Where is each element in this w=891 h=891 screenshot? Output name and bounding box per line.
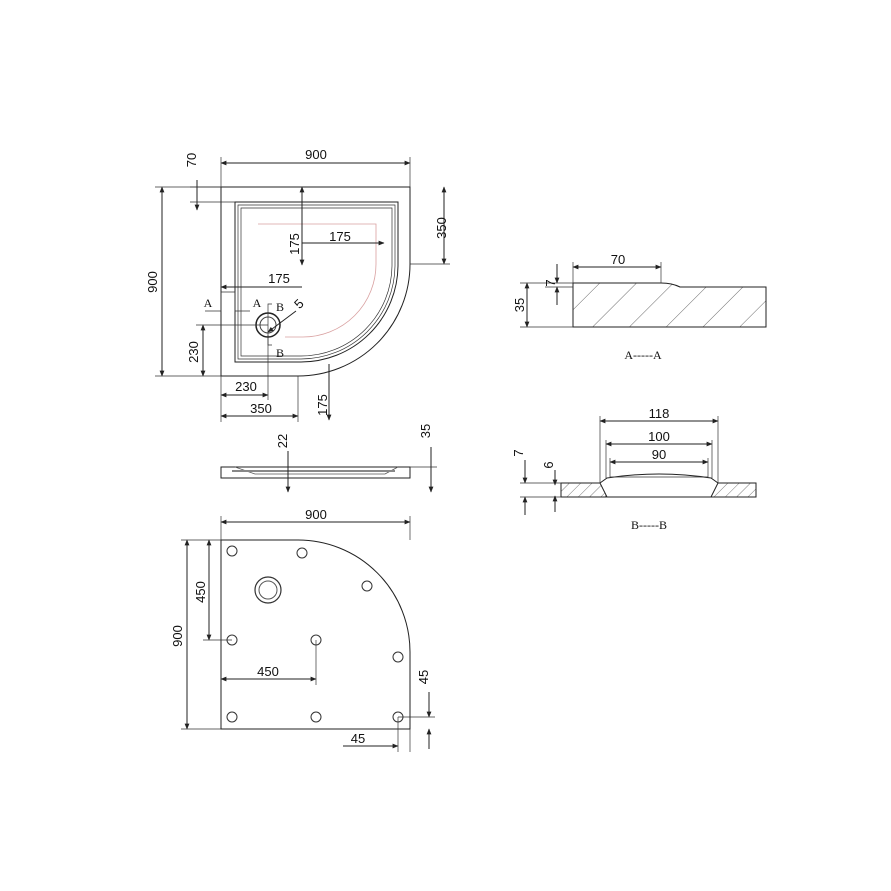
section-aa-title: A-----A (624, 348, 662, 362)
dim-b-450-v-label: 450 (193, 581, 208, 603)
side-view: 22 35 (220, 424, 437, 493)
dim-bb-100-label: 100 (648, 429, 670, 444)
dim-width-label: 900 (305, 147, 327, 162)
bottom-outline (220, 539, 411, 730)
section-bb-drain (599, 473, 719, 498)
section-aa-body (572, 282, 767, 328)
section-bb-slab-right (710, 482, 757, 498)
section-bb-slab-left (560, 482, 607, 498)
dim-230-v-label: 230 (186, 341, 201, 363)
dim-35-label: 35 (418, 424, 433, 438)
tray-outline (220, 186, 411, 377)
section-b-label-bottom: B (276, 346, 284, 360)
top-view: 900 70 900 350 175 175 175 A A B B (145, 147, 450, 422)
dim-b-450-h-label: 450 (257, 664, 279, 679)
dim-22-label: 22 (275, 434, 290, 448)
section-bb-title: B-----B (631, 518, 667, 532)
dim-bb-6-label: 6 (541, 461, 556, 468)
leg (361, 580, 373, 592)
leg (392, 651, 404, 663)
dim-230-h-label: 230 (235, 379, 257, 394)
side-profile (220, 466, 411, 479)
dim-350-h-label: 350 (250, 401, 272, 416)
dim-depth-label: 900 (145, 271, 160, 293)
leg (310, 711, 322, 723)
section-b-marker (267, 303, 272, 346)
dim-175-h-top-label: 175 (329, 229, 351, 244)
dim-aa-7-label: 7 (543, 279, 558, 286)
bottom-drain-inner (258, 580, 278, 600)
section-a-label-right: A (253, 296, 262, 310)
section-aa: 70 7 35 A-----A (512, 252, 767, 362)
dim-bb-7-label: 7 (511, 449, 526, 456)
dim-b-width-label: 900 (305, 507, 327, 522)
leg (226, 711, 238, 723)
dim-b-depth-label: 900 (170, 625, 185, 647)
dim-b-45-v-label: 45 (416, 670, 431, 684)
dim-rim-label: 70 (184, 153, 199, 167)
dim-drain-label: 5 (291, 296, 307, 312)
dim-175-bottom-label: 175 (315, 394, 330, 416)
bottom-view: 900 900 450 450 45 45 (170, 507, 435, 752)
dim-350-right-label: 350 (434, 217, 449, 239)
leg (226, 545, 238, 557)
section-a-marker (205, 291, 250, 312)
dim-175-h-mid-label: 175 (268, 271, 290, 286)
leg (296, 547, 308, 559)
dim-aa-35-label: 35 (512, 298, 527, 312)
section-bb: 118 100 90 7 6 B-----B (511, 406, 757, 532)
tray-inner-outline-3 (240, 207, 393, 357)
section-a-label-left: A (204, 296, 213, 310)
dim-b-45-h-label: 45 (351, 731, 365, 746)
drain-zone-outline (258, 223, 377, 338)
dim-aa-70-label: 70 (611, 252, 625, 267)
tray-inner-outline-2 (237, 204, 396, 360)
dim-drain-line (267, 310, 297, 333)
tray-inner-outline (234, 201, 399, 363)
section-b-label-top: B (276, 300, 284, 314)
dim-bb-90-label: 90 (652, 447, 666, 462)
dim-175-v-label: 175 (287, 233, 302, 255)
dim-bb-118-label: 118 (649, 406, 670, 421)
